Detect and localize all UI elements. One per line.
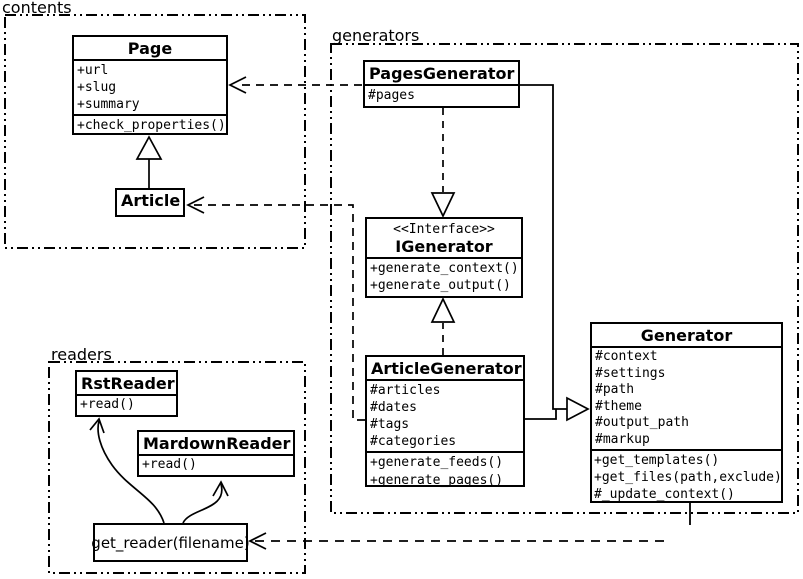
open-arrowhead-article	[186, 196, 205, 214]
method: +generate_context()	[370, 261, 519, 276]
inheritance-triangle-page	[135, 135, 163, 160]
package-generators-border	[330, 43, 799, 514]
class-rstreader: RstReader +read()	[75, 370, 178, 417]
class-page: Page +url +slug +summary +check_properti…	[72, 35, 228, 135]
package-label-contents: contents	[2, 0, 72, 17]
class-title: PagesGenerator	[369, 64, 515, 83]
method: +generate_output()	[370, 278, 511, 293]
function-label: get_reader(filename)	[91, 533, 250, 552]
class-igenerator: <<Interface>> IGenerator +generate_conte…	[365, 217, 523, 298]
class-title: Generator	[640, 326, 733, 345]
attribute: +slug	[77, 80, 117, 95]
class-article: Article	[115, 188, 185, 217]
class-mardownreader: MardownReader +read()	[137, 430, 295, 477]
package-readers-border	[48, 361, 306, 574]
attribute: #settings	[595, 365, 666, 381]
attribute: #articles	[370, 383, 441, 398]
package-label-readers: readers	[51, 345, 112, 364]
attribute: +summary	[77, 97, 140, 112]
method: #_update_context()	[594, 487, 735, 502]
class-stereotype: <<Interface>>	[393, 222, 495, 237]
attribute: #markup	[595, 431, 650, 447]
class-title: RstReader	[81, 374, 175, 393]
method: +get_files(path,exclude)	[594, 470, 782, 485]
inheritance-pagesgenerator-to-generator	[520, 84, 567, 410]
arrowhead-rstreader	[89, 417, 105, 434]
function-get-reader: get_reader(filename)	[91, 523, 250, 562]
package-contents-border	[4, 14, 306, 249]
class-generator: Generator #context #settings #path #them…	[590, 322, 783, 503]
arrow-getreader-to-mardownreader	[182, 483, 223, 524]
attribute: #theme	[595, 398, 642, 414]
method: +generate_feeds()	[370, 455, 504, 470]
realization-triangle-igenerator-top	[430, 192, 456, 218]
open-arrowhead-getreader	[248, 532, 267, 550]
package-label-generators: generators	[332, 26, 420, 45]
inheritance-triangle-generator	[566, 396, 590, 422]
method: +read()	[142, 457, 197, 472]
attribute: #dates	[370, 400, 417, 415]
method: +generate_pages()	[370, 473, 504, 488]
attribute: #tags	[370, 417, 410, 432]
arrowhead-mardownreader	[212, 480, 229, 497]
class-articlegenerator: ArticleGenerator #articles #dates #tags …	[365, 355, 525, 488]
attribute: +url	[77, 63, 109, 78]
method: +check_properties()	[77, 118, 226, 133]
attribute: #path	[595, 382, 635, 397]
realization-triangle-igenerator-bottom	[430, 297, 456, 323]
class-title: IGenerator	[395, 237, 493, 256]
arrow-getreader-to-rstreader	[97, 420, 165, 524]
class-pagesgenerator: PagesGenerator #pages	[363, 60, 520, 108]
attribute: #pages	[368, 88, 415, 103]
attribute: #output_path	[595, 415, 689, 430]
method: +read()	[80, 397, 135, 412]
attribute: #context	[595, 349, 658, 364]
dependency-articlegenerator-to-article	[192, 204, 365, 421]
open-arrowhead-page	[228, 76, 247, 94]
inheritance-articlegenerator-to-generator	[525, 409, 557, 420]
attribute: #categories	[370, 434, 457, 449]
class-title: ArticleGenerator	[371, 359, 522, 378]
class-title: MardownReader	[143, 434, 291, 453]
method: +get_templates()	[594, 453, 720, 468]
class-title: Page	[127, 39, 173, 58]
class-title: Article	[121, 191, 181, 210]
